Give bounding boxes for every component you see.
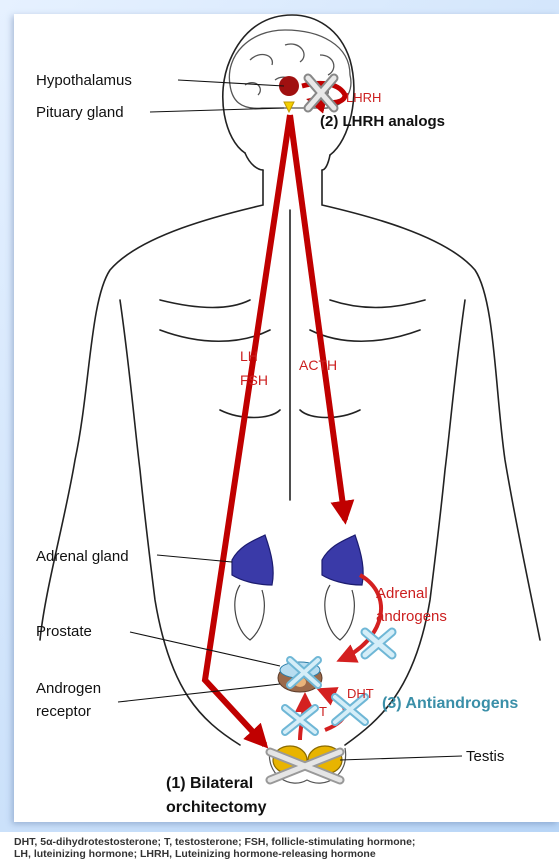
- lhrh-label: LHRH: [346, 90, 381, 105]
- dht-label: DHT: [347, 686, 374, 701]
- x-mark-icon: [365, 632, 392, 655]
- antiandrogens-label: (3) Antiandrogens: [382, 695, 518, 712]
- pituitary-node: [284, 102, 294, 112]
- adrenal-androgens-label-1: Adrenal: [376, 585, 428, 602]
- hypothalamus-label: Hypothalamus: [36, 72, 132, 89]
- androgen-receptor-label-2: receptor: [36, 703, 91, 720]
- fsh-label: FSH: [240, 372, 268, 388]
- lhrh-analogs-label: (2) LHRH analogs: [320, 113, 445, 130]
- brain-icon: [229, 30, 351, 108]
- t-label: T: [319, 704, 327, 719]
- prostate-label: Prostate: [36, 623, 92, 640]
- androgen-receptor-label-1: Androgen: [36, 680, 101, 697]
- caption-line-2: LH, luteinizing hormone; LHRH, Luteinizi…: [14, 848, 554, 860]
- acth-label: ACTH: [299, 357, 337, 373]
- adrenal-gland-label: Adrenal gland: [36, 548, 129, 565]
- caption: DHT, 5α-dihydrotestosterone; T, testoste…: [14, 836, 554, 860]
- adrenal-androgens-label-2: androgens: [376, 608, 447, 625]
- acth-pathway: [290, 115, 345, 520]
- lh-label: LH: [240, 348, 258, 364]
- pituitary-label: Pituary gland: [36, 104, 124, 121]
- caption-line-1: DHT, 5α-dihydrotestosterone; T, testoste…: [14, 836, 554, 848]
- adrenal-glands: [232, 535, 363, 640]
- testis-label: Testis: [466, 748, 504, 765]
- orchiectomy-label-2: orchitectomy: [166, 799, 267, 816]
- diagram: Hypothalamus Pituary gland LHRH (2) LHRH…: [0, 0, 559, 832]
- orchiectomy-label-1: (1) Bilateral: [166, 775, 253, 792]
